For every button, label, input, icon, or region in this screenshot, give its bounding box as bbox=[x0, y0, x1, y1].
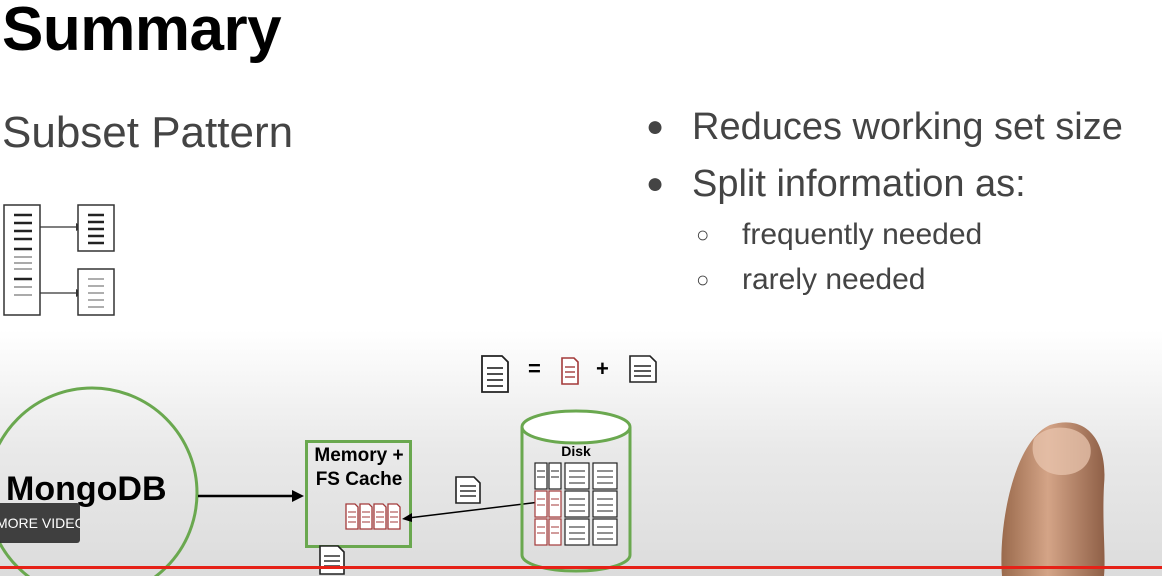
subset-pattern-icon bbox=[3, 204, 115, 316]
cache-label-line2: FS Cache bbox=[315, 469, 403, 490]
bullet-dot: ● bbox=[646, 110, 665, 143]
mongodb-circle bbox=[0, 386, 199, 576]
sub-bullet-text: rarely needed bbox=[742, 263, 926, 296]
document-equation bbox=[481, 355, 657, 393]
sub-bullet-dot: ○ bbox=[696, 222, 710, 247]
arrow-to-cache bbox=[198, 490, 304, 502]
document-icon bbox=[629, 355, 657, 383]
bullet-dot: ● bbox=[646, 167, 665, 200]
slide-title: Summary bbox=[2, 0, 282, 64]
plus-sign: + bbox=[596, 356, 609, 381]
hot-document-icon bbox=[561, 357, 579, 385]
bullet-text: Reduces working set size bbox=[692, 106, 1123, 148]
disk-label: Disk bbox=[561, 443, 591, 459]
disk-cylinder bbox=[520, 409, 632, 573]
mongodb-label: MongoDB bbox=[6, 470, 167, 508]
cache-label-line1: Memory + bbox=[314, 445, 404, 466]
arrow-to-cache-from-disk bbox=[402, 501, 541, 522]
hot-documents-in-cache bbox=[345, 503, 401, 530]
document-icon bbox=[319, 545, 345, 575]
memory-cache-box bbox=[305, 440, 412, 548]
memory-cache-label: Memory + FS Cache bbox=[306, 444, 412, 492]
sub-bullet-text: frequently needed bbox=[742, 218, 983, 251]
sub-bullet-dot: ○ bbox=[696, 267, 710, 292]
document-icon bbox=[481, 355, 509, 393]
video-progress-bar[interactable] bbox=[0, 566, 1162, 569]
bullet-text: Split information as: bbox=[692, 163, 1026, 205]
document-icon bbox=[455, 476, 481, 504]
presenter-finger-image bbox=[1001, 422, 1105, 576]
slide-subtitle: Subset Pattern bbox=[2, 108, 294, 157]
more-videos-button[interactable]: MORE VIDEOS bbox=[0, 503, 80, 543]
equals-sign: = bbox=[528, 356, 541, 381]
